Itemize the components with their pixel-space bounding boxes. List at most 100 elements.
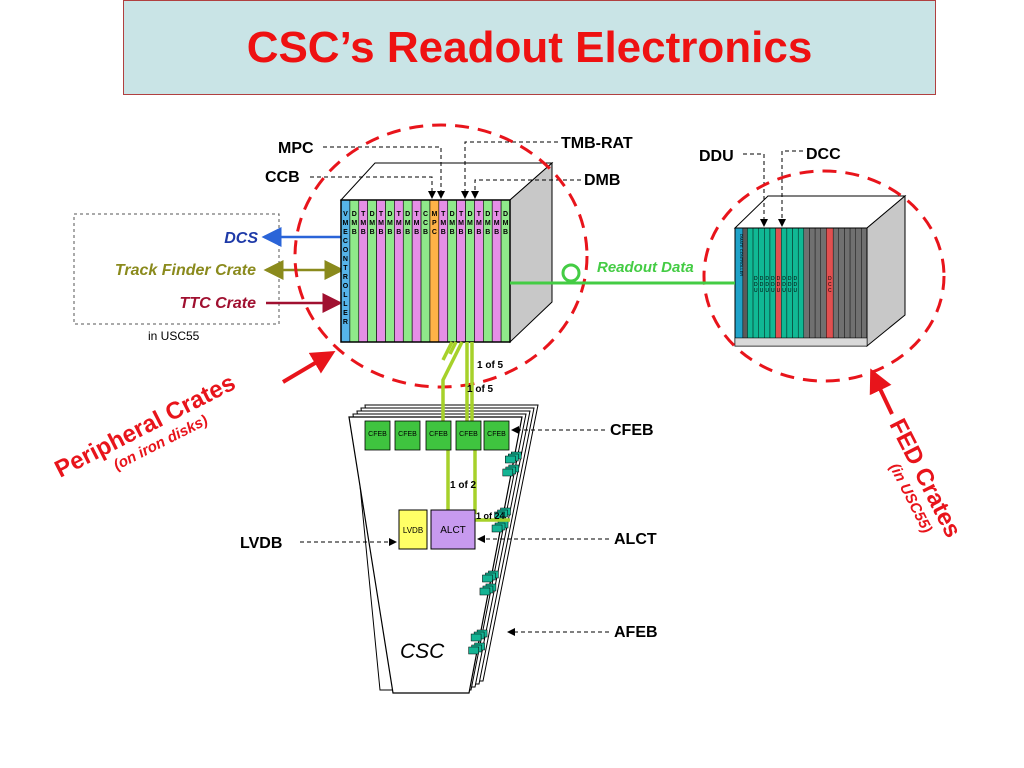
afeb-board (491, 524, 503, 533)
fed-slot-letter: D (777, 282, 781, 288)
fed-slot-letter: U (765, 288, 769, 294)
fed-slot-letter: U (788, 288, 792, 294)
fed-caption-arrow (869, 368, 894, 415)
fed-slot-letter: D (794, 276, 798, 282)
peripheral-slot-letter: R (343, 319, 348, 326)
fed-slot-letter: U (777, 288, 781, 294)
peripheral-crates-caption: Peripheral Crates (50, 369, 239, 483)
ddu-callout: DDU (699, 148, 734, 165)
peripheral-slot-letter: B (396, 229, 401, 236)
peripheral-slot-letter: M (458, 220, 464, 227)
peripheral-slot-letter: O (343, 283, 349, 290)
peripheral-slot-letter: D (503, 211, 508, 218)
dmb-pointer (471, 179, 581, 199)
fed-dashed-circle (702, 169, 946, 383)
fed-slot-letter: D (765, 282, 769, 288)
fed-slot-letter: U (794, 288, 798, 294)
fed-slot (747, 227, 754, 339)
csc-chamber (348, 416, 523, 694)
peripheral-slot-letter: C (343, 238, 348, 245)
afeb-board (505, 455, 516, 464)
peripheral-slot-letter: M (396, 220, 402, 227)
peripheral-slot-letter: B (467, 229, 472, 236)
peripheral-slot-letter: B (503, 229, 508, 236)
fed-slot-letter: D (771, 282, 775, 288)
fed-slot (832, 227, 839, 339)
peripheral-slot-letter: T (495, 211, 500, 218)
peripheral-slot-letter: B (370, 229, 375, 236)
peripheral-slot-letter: E (343, 310, 348, 317)
one-of-5-label-b: 1 of 5 (467, 384, 494, 395)
fed-controller-label: DMATE CONTROLLER (739, 234, 744, 276)
fed-slot (838, 227, 845, 339)
fed-slot (803, 227, 810, 339)
peripheral-slot-letter: M (431, 211, 437, 218)
peripheral-slot-letter: M (378, 220, 384, 227)
one-of-5-label-a: 1 of 5 (477, 360, 504, 371)
peripheral-slot-letter: L (343, 301, 348, 308)
peripheral-slot-letter: D (387, 211, 392, 218)
fed-slot (814, 227, 821, 339)
fed-slot-letter: U (760, 288, 764, 294)
peripheral-slot-letter: C (423, 211, 428, 218)
fed-slot-letter: D (794, 282, 798, 288)
lvdb-board-label: LVDB (403, 526, 423, 535)
peripheral-slot-letter: B (414, 229, 419, 236)
cfeb-board-label: CFEB (459, 431, 478, 438)
peripheral-slot-letter: R (343, 274, 348, 281)
fed-slot (809, 227, 816, 339)
peripheral-slot-letter: B (405, 229, 410, 236)
peripheral-slot-letter: M (449, 220, 455, 227)
peripheral-slot-letter: B (459, 229, 464, 236)
fed-slot-letter: U (771, 288, 775, 294)
ccb-callout: CCB (265, 169, 300, 186)
tmb-rat-callout: TMB-RAT (561, 135, 633, 152)
peripheral-slot-letter: T (477, 211, 482, 218)
one-of-2-label: 1 of 2 (450, 480, 477, 491)
fed-slot-letter: C (828, 288, 832, 294)
peripheral-slot-letter: E (343, 229, 348, 236)
cfeb-board (394, 420, 421, 451)
cfeb-board-label: CFEB (398, 431, 417, 438)
peripheral-slot-letter: M (503, 220, 509, 227)
afeb-callout: AFEB (614, 624, 658, 641)
cfeb-board-label: CFEB (487, 431, 506, 438)
fed-slot-letter: D (828, 276, 832, 282)
peripheral-slot-letter: D (485, 211, 490, 218)
peripheral-slot-letter: M (494, 220, 500, 227)
one-of-24-label: 1 of 24 (476, 511, 505, 521)
lvdb-board (398, 509, 428, 550)
peripheral-slot-letter: B (423, 229, 428, 236)
dcs-label: DCS (224, 230, 258, 247)
peripheral-slot-letter: D (450, 211, 455, 218)
dcc-pointer (778, 150, 803, 227)
peripheral-slot-letter: B (387, 229, 392, 236)
peripheral-slot-letter: C (423, 220, 428, 227)
afeb-board (468, 646, 479, 655)
peripheral-crate-frame (340, 199, 511, 343)
cfeb-board-label: CFEB (429, 431, 448, 438)
fed-slot-letter: D (771, 276, 775, 282)
peripheral-slot-letter: T (441, 211, 446, 218)
peripheral-slot-letter: B (476, 229, 481, 236)
alct-callout: ALCT (614, 531, 657, 548)
fed-slot-letter: C (828, 282, 832, 288)
peripheral-slot-letter: B (441, 229, 446, 236)
peripheral-slot-letter: L (343, 292, 348, 299)
fed-slot-letter: D (754, 282, 758, 288)
fed-slot-letter: D (788, 276, 792, 282)
cfeb-board (425, 420, 452, 451)
peripheral-slot-letter: D (352, 211, 357, 218)
fed-slot (797, 227, 805, 339)
peripheral-slot-letter: O (343, 247, 349, 254)
peripheral-slot-letter: M (343, 220, 349, 227)
cfeb-links (441, 341, 510, 522)
readout-data-label: Readout Data (597, 259, 694, 276)
peripheral-caption-arrow (281, 350, 336, 384)
peripheral-slot-letter: B (450, 229, 455, 236)
fed-slot-letter: D (782, 276, 786, 282)
peripheral-slot-letter: M (485, 220, 491, 227)
